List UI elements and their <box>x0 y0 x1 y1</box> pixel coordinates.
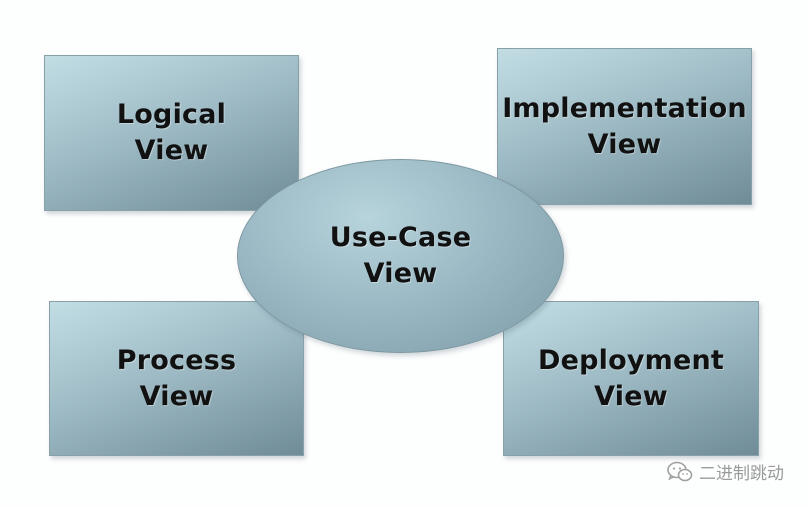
wechat-icon <box>667 461 693 481</box>
logical-view-box: Logical View <box>44 55 299 211</box>
deployment-view-box: Deployment View <box>503 301 759 456</box>
use-case-view-label-line2: View <box>363 258 438 289</box>
logical-view-label-line1: Logical <box>116 99 227 130</box>
watermark-text: 二进制跳动 <box>699 464 784 484</box>
deployment-view-label-line2: View <box>594 380 668 412</box>
deployment-view-label-line1: Deployment <box>537 344 725 376</box>
watermark: 二进制跳动 <box>667 459 784 484</box>
implementation-view-label-line1: Implementation <box>502 92 747 124</box>
use-case-view-ellipse: Use-Case View <box>237 159 564 353</box>
use-case-view-label-line1: Use-Case <box>329 222 472 253</box>
implementation-view-box: Implementation View <box>497 48 752 205</box>
process-view-label-line1: Process <box>116 344 237 376</box>
logical-view-label-line2: View <box>134 135 209 166</box>
process-view-label-line2: View <box>139 380 214 412</box>
process-view-box: Process View <box>49 301 304 456</box>
implementation-view-label-line2: View <box>587 128 662 160</box>
